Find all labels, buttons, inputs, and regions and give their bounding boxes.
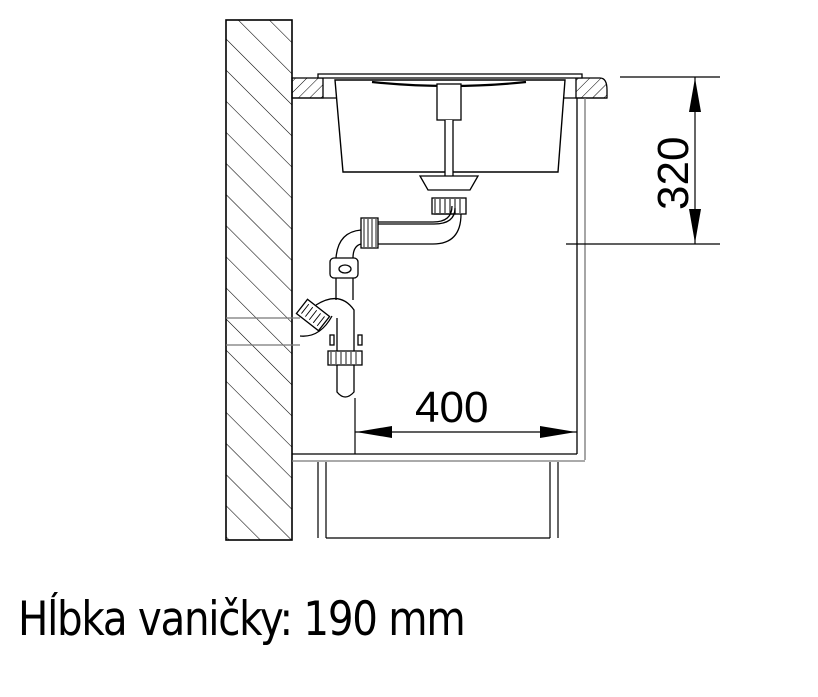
sink-basin	[317, 73, 583, 215]
siphon-trap	[295, 205, 462, 398]
sink-installation-diagram: 320 400	[225, 19, 720, 541]
width-dimension: 400	[354, 383, 577, 454]
wall	[225, 19, 300, 541]
cabinet	[292, 98, 586, 539]
width-dimension-label: 400	[415, 383, 488, 432]
height-dimension: 320	[566, 76, 720, 245]
height-dimension-label: 320	[649, 137, 698, 210]
basin-depth-caption: Hĺbka vaničky: 190 mm	[18, 592, 466, 647]
